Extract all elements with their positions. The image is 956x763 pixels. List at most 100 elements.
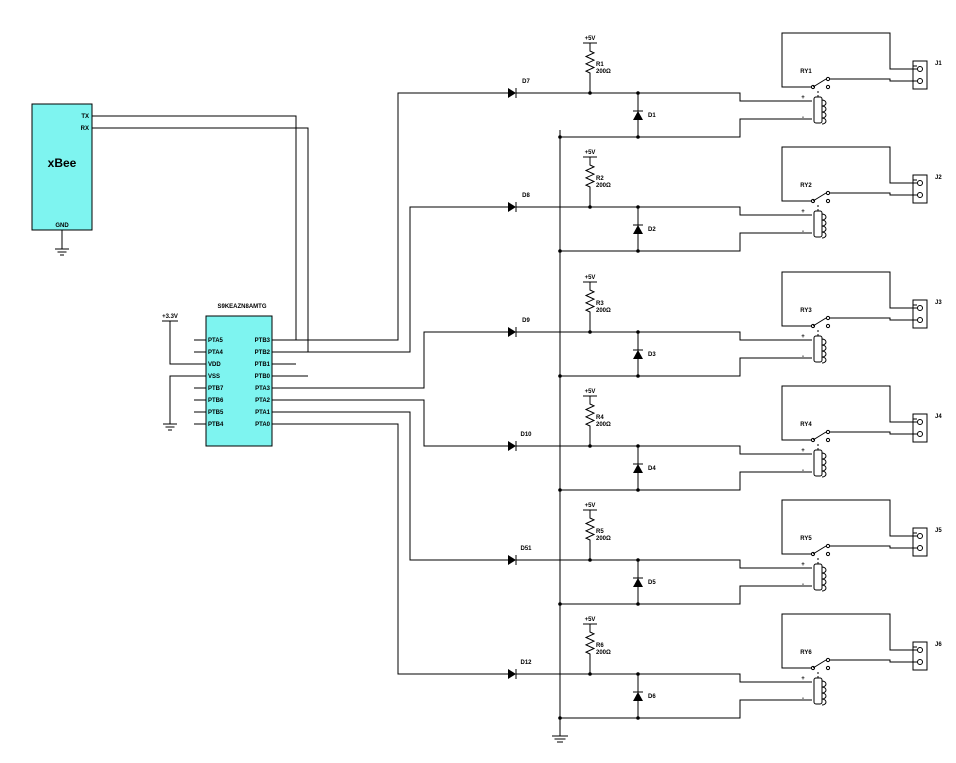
resistor-symbol (584, 282, 596, 332)
junction-dot (636, 135, 640, 139)
connector-body (912, 60, 928, 90)
coil-minus-label: - (802, 582, 804, 588)
resistor-value: 200Ω (596, 308, 611, 314)
resistor-label: R4 (596, 415, 604, 421)
coil-minus-label: - (802, 229, 804, 235)
connector-pin (917, 533, 923, 539)
coil-plus-wire (516, 559, 812, 569)
coil-minus-label: - (802, 354, 804, 360)
coil-plus-label: + (801, 334, 805, 340)
mcu-pin-label: PTA4 (208, 350, 224, 356)
coil-plus-wire (516, 445, 812, 455)
mcu-pin-label: PTB2 (255, 350, 271, 356)
led-diode-symbol (508, 555, 516, 565)
relay-switch-arm (812, 317, 827, 327)
relay-nc-contact (825, 437, 831, 443)
connector-label: J4 (935, 414, 942, 420)
resistor-value: 200Ω (596, 69, 611, 75)
flyback-label: D3 (648, 352, 656, 358)
coil-plus-wire (516, 92, 812, 102)
connector-pin (917, 647, 923, 653)
mcu-pin-label: PTA5 (208, 338, 224, 344)
relay-label: RY6 (800, 650, 812, 656)
connector-pin (917, 66, 923, 72)
relay-output-wire (830, 659, 917, 663)
resistor-label: R5 (596, 529, 604, 535)
junction-dot (588, 558, 592, 562)
mcu-pin-label: PTA1 (255, 410, 271, 416)
relay-no-contact (825, 76, 831, 82)
connector-pin (917, 545, 923, 551)
resistor-symbol (584, 510, 596, 560)
led-diode-symbol (508, 669, 516, 679)
mcu-power-rail: +3.3V (162, 314, 206, 365)
resistor-value: 200Ω (596, 422, 611, 428)
relay-output-wire (830, 317, 917, 321)
mcu-pin-label: PTB3 (255, 338, 271, 344)
uart-wires (92, 115, 309, 353)
xbee-pin-rx: RX (81, 126, 89, 132)
junction-dot (636, 91, 640, 95)
mcu-pin-label: PTB1 (255, 362, 271, 368)
coil-plus-wire (516, 206, 812, 216)
coil-minus-wire (560, 232, 812, 252)
relay-output-wire (830, 192, 917, 196)
relay-switch-arm (812, 659, 827, 669)
gpio-wires (272, 92, 508, 675)
relay-coil-body (813, 677, 823, 705)
relay-no-contact (825, 543, 831, 549)
relay-label: RY1 (800, 69, 812, 75)
relay-nc-contact (825, 551, 831, 557)
junction-dot (588, 330, 592, 334)
relay-no-contact (825, 190, 831, 196)
coil-minus-wire (560, 118, 812, 138)
resistor-label: R6 (596, 643, 604, 649)
flyback-diode-symbol (633, 464, 643, 473)
junction-dot (588, 205, 592, 209)
relay-coil-body (813, 210, 823, 238)
relay-switch-arm (812, 431, 827, 441)
coil-minus-label: - (802, 696, 804, 702)
led-label: D9 (522, 318, 530, 324)
junction-dot (588, 91, 592, 95)
resistor-symbol (584, 624, 596, 674)
coil-plus-label: + (801, 448, 805, 454)
led-label: D51 (520, 546, 532, 552)
relay-coil-body (813, 335, 823, 363)
connector-pin (917, 180, 923, 186)
led-label: D10 (520, 432, 532, 438)
mcu-ground-symbol (163, 375, 206, 431)
relay-coil-body (813, 449, 823, 477)
connector-pin (917, 78, 923, 84)
relay-coil-winding (821, 338, 827, 364)
relay-label: RY3 (800, 308, 812, 314)
resistor-label: R1 (596, 62, 604, 68)
relay-nc-contact (825, 84, 831, 90)
junction-dot (558, 488, 562, 492)
relay-output-wire (781, 499, 917, 555)
relay-output-wire (830, 431, 917, 435)
coil-plus-wire (516, 673, 812, 683)
flyback-label: D1 (648, 113, 656, 119)
relay-label: RY2 (800, 183, 812, 189)
junction-dot (558, 602, 562, 606)
flyback-label: D2 (648, 227, 656, 233)
relay-switch-arm (812, 545, 827, 555)
connector-body (912, 413, 928, 443)
connector-label: J1 (935, 61, 942, 67)
supply-label: +5V (585, 503, 596, 509)
xbee-pin-gnd: GND (55, 223, 69, 229)
relay-output-wire (781, 271, 917, 327)
flyback-diode-symbol (633, 350, 643, 359)
resistor-label: R2 (596, 176, 604, 182)
relay-coil-winding (821, 213, 827, 239)
flyback-diode-symbol (633, 692, 643, 701)
mcu-pin-label: PTB7 (208, 386, 224, 392)
junction-dot (636, 488, 640, 492)
junction-dot (636, 672, 640, 676)
connector-pin (917, 659, 923, 665)
junction-dot (588, 672, 592, 676)
